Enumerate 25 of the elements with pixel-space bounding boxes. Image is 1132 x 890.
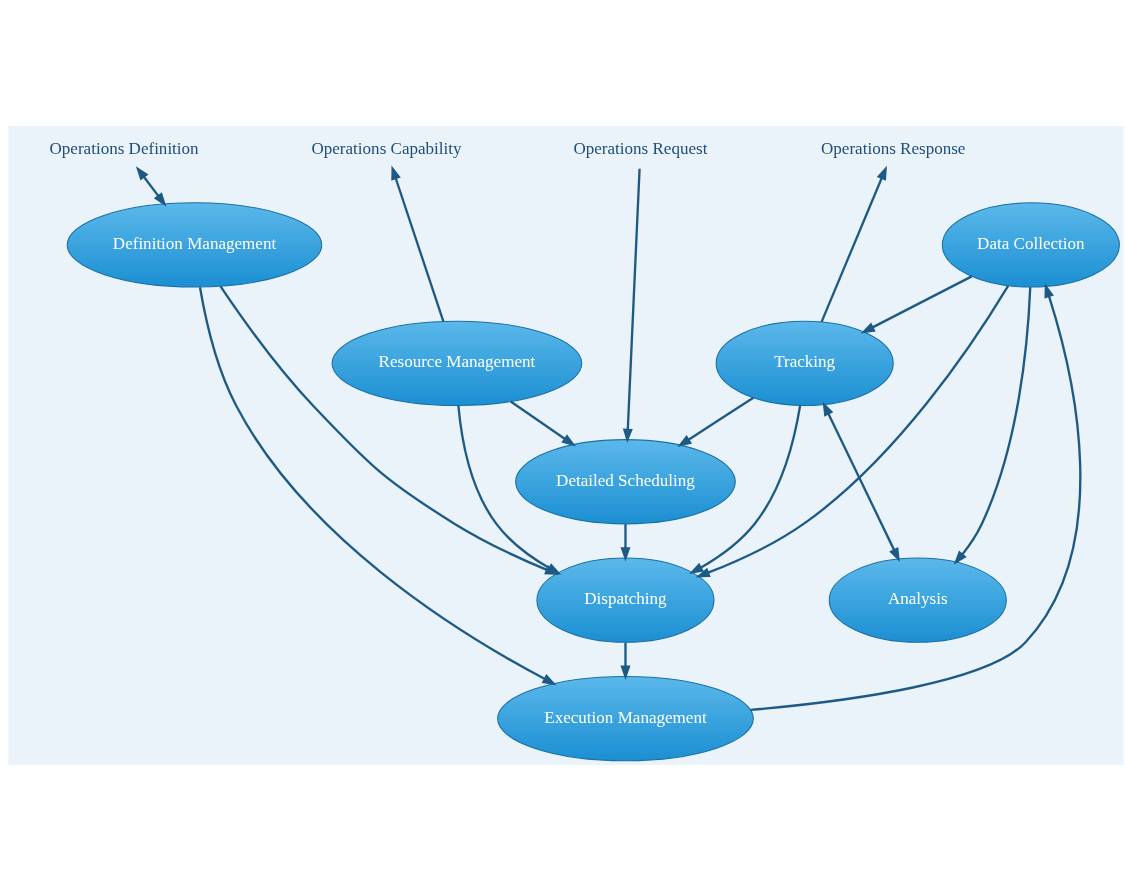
arrow [822, 401, 900, 562]
node-ellipse: Definition Management [66, 201, 323, 288]
arrow [622, 168, 641, 443]
arrow [198, 286, 557, 685]
arrow [820, 165, 887, 322]
arrow [677, 396, 754, 447]
node-ellipse: Data Collection [941, 201, 1120, 288]
arrow [391, 165, 445, 322]
arrow [510, 400, 576, 447]
arrow [860, 274, 973, 333]
node-text: Operations Request [573, 138, 708, 158]
arrow [953, 286, 1032, 565]
arrow [620, 642, 631, 680]
node-text: Operations Definition [49, 138, 199, 158]
arrow [135, 165, 167, 207]
node-ellipse: Analysis [828, 557, 1007, 643]
node-text: Operations Capability [311, 138, 462, 158]
arrow [695, 284, 1010, 577]
node-ellipse: Resource Management [331, 320, 583, 406]
arrow [750, 282, 1082, 711]
node-text: Operations Response [821, 138, 966, 158]
arrow [689, 404, 802, 574]
arrow [620, 523, 631, 561]
node-ellipse: Dispatching [536, 557, 715, 643]
node-ellipse: Detailed Scheduling [515, 438, 736, 524]
